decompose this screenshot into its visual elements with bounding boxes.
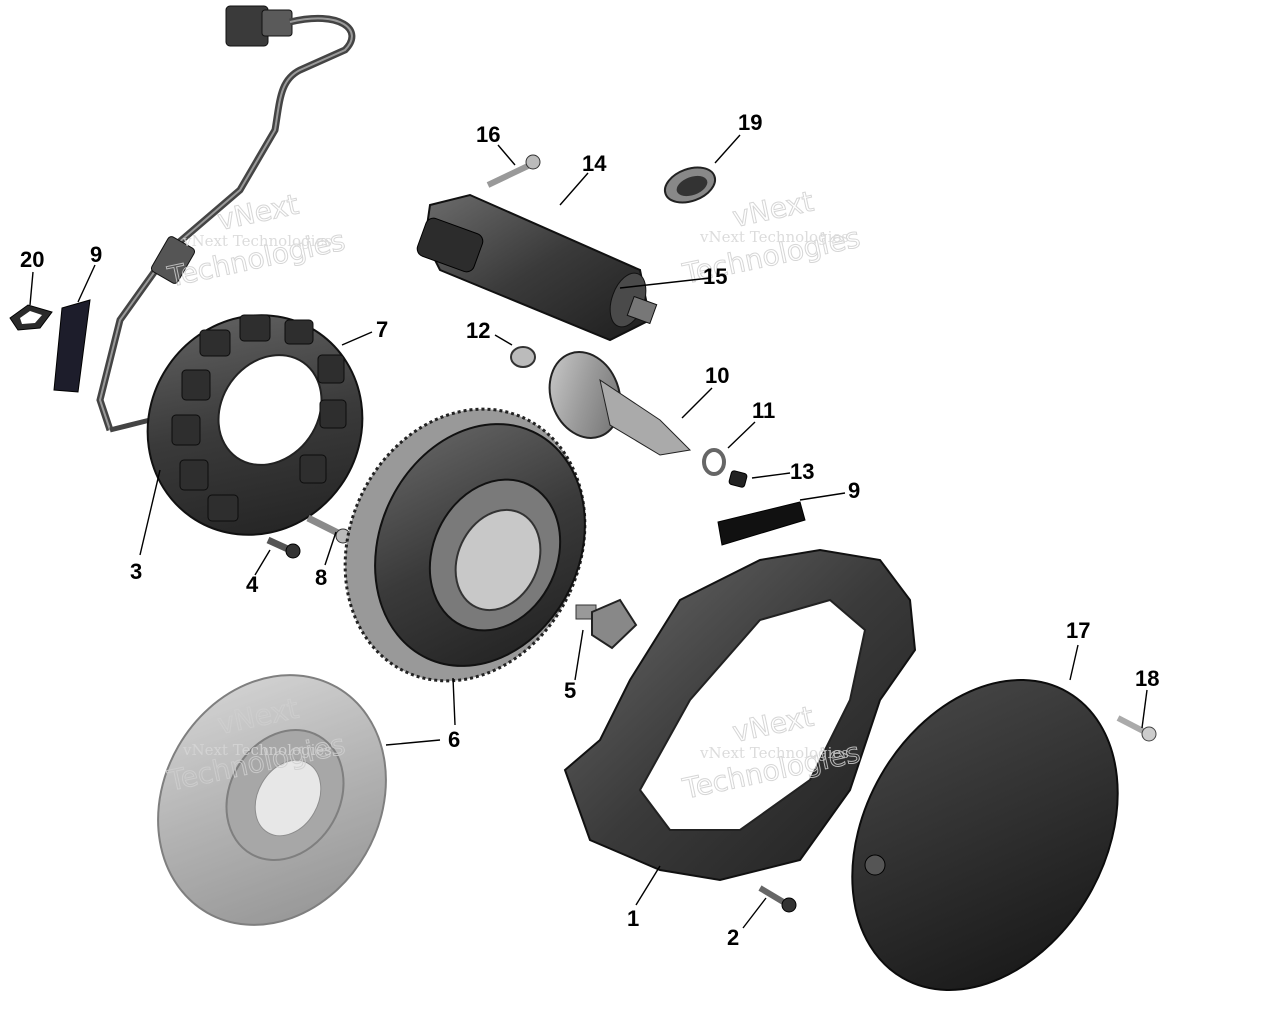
callout-7: 7 [376, 317, 388, 342]
callout-10: 10 [705, 363, 729, 388]
bolt-part-18 [1116, 715, 1157, 742]
tape-part-9-left [53, 299, 91, 393]
watermark-text-4: vNext Technologies [699, 744, 849, 762]
watermark-vnext-2: vNext [730, 185, 817, 234]
callout-4: 4 [246, 572, 259, 597]
bolt-part-2 [758, 885, 797, 913]
callout-15: 15 [703, 264, 727, 289]
callout-19: 19 [738, 110, 762, 135]
watermark-vnext-1: vNext [215, 188, 302, 237]
callout-17: 17 [1066, 618, 1090, 643]
bolt-part-4 [266, 536, 301, 559]
callout-labels: 1 2 3 4 5 6 7 8 9 9 10 11 12 13 14 15 16… [20, 110, 1159, 950]
callout-6: 6 [448, 727, 460, 752]
watermark-text-1: vNext Technologies [182, 232, 332, 250]
starter-motor-part-14 [416, 193, 658, 342]
flywheel-magnets-part-6 [157, 674, 387, 926]
watermark-text-2: vNext Technologies [699, 228, 849, 246]
callout-2: 2 [727, 925, 739, 950]
leader-lines [29, 134, 1148, 929]
callout-3: 3 [130, 559, 142, 584]
grommet-part-20 [9, 304, 53, 331]
bushing-part-12 [510, 346, 536, 368]
callout-11: 11 [752, 398, 775, 423]
watermark-text-3: vNext Technologies [182, 741, 332, 759]
stator-part-7 [146, 314, 364, 536]
flywheel-part-6 [343, 407, 587, 683]
housing-part-1 [563, 548, 917, 882]
washer-part-11 [702, 448, 726, 476]
nut-part-13 [728, 470, 748, 488]
callout-16: 16 [476, 122, 500, 147]
plug-part-5 [575, 598, 638, 650]
callout-9-right: 9 [848, 478, 860, 503]
starter-drive-part-10 [548, 351, 692, 456]
callout-13: 13 [790, 459, 814, 484]
callout-18: 18 [1135, 666, 1159, 691]
cover-part-17 [851, 679, 1119, 991]
callout-8: 8 [315, 565, 327, 590]
callout-9-left: 9 [90, 242, 102, 267]
callout-20: 20 [20, 247, 44, 272]
bolt-part-8 [306, 514, 351, 544]
callout-12: 12 [466, 318, 490, 343]
callout-14: 14 [582, 151, 607, 176]
seal-part-19 [663, 166, 717, 204]
callout-1: 1 [627, 906, 639, 931]
bolt-part-16 [486, 154, 541, 188]
tape-part-9-right [717, 501, 806, 546]
callout-5: 5 [564, 678, 576, 703]
